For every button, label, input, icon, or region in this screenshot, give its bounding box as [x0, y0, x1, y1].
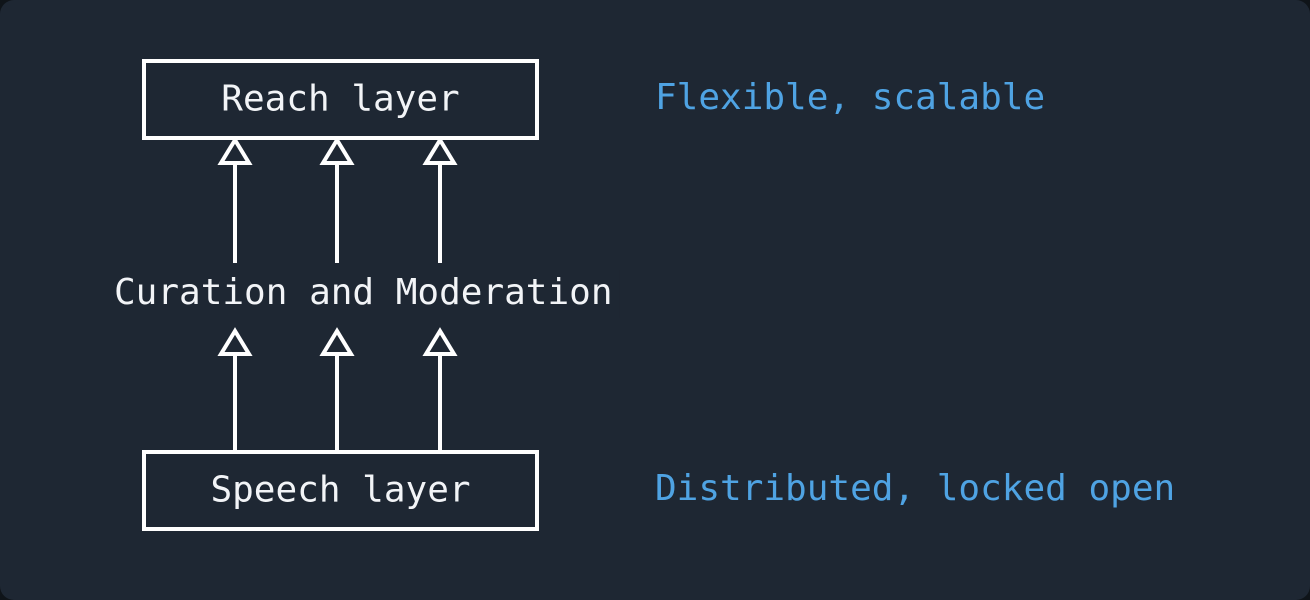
connector-arrow-curation-2 [319, 136, 355, 263]
connector-arrow-speech-3 [422, 327, 458, 460]
reach-layer-box[interactable] [142, 59, 539, 140]
speech-layer-box[interactable] [142, 450, 539, 531]
arrowhead-hollow-triangle-icon [422, 327, 458, 356]
node-curation-moderation: Curation and Moderation [108, 270, 620, 318]
arrowhead-hollow-triangle-icon [319, 327, 355, 356]
connector-arrow-curation-1 [217, 136, 253, 263]
arrowhead-hollow-triangle-icon [217, 327, 253, 356]
connector-group-speech-to-curation [217, 327, 458, 460]
connector-arrow-speech-2 [319, 327, 355, 460]
arrowhead-hollow-triangle-icon [217, 136, 253, 165]
node-reach-layer[interactable]: Reach layer [142, 59, 539, 140]
speech-annotation-label: Distributed, locked open [655, 468, 1175, 509]
curation-moderation-label: Curation and Moderation [114, 272, 613, 313]
reach-layer-label: Reach layer [221, 79, 459, 120]
connector-group-curation-to-reach [217, 136, 458, 263]
curation-label-backdrop [108, 270, 620, 318]
reach-annotation-label: Flexible, scalable [655, 77, 1045, 118]
node-speech-layer[interactable]: Speech layer [142, 450, 539, 531]
speech-layer-label: Speech layer [210, 470, 470, 511]
arrowhead-hollow-triangle-icon [319, 136, 355, 165]
arrowhead-hollow-triangle-icon [422, 136, 458, 165]
connector-arrow-speech-1 [217, 327, 253, 460]
connector-arrow-curation-3 [422, 136, 458, 263]
